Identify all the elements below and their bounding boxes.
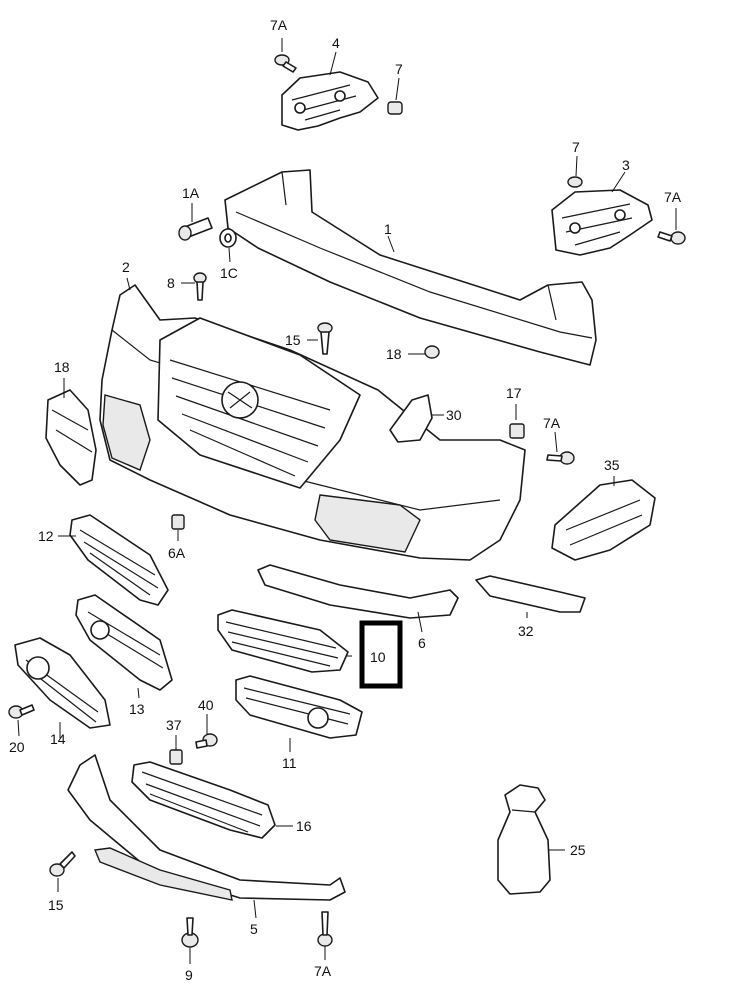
clip-6A bbox=[171, 514, 185, 530]
screw-15-mid bbox=[317, 322, 333, 355]
callout-9: 9 bbox=[185, 967, 193, 983]
callout-15-mid: 15 bbox=[285, 332, 301, 348]
bracket-part-35 bbox=[551, 479, 656, 561]
strip-part-32 bbox=[475, 575, 586, 613]
screw-18-right bbox=[424, 345, 440, 359]
grille-part-12 bbox=[69, 514, 169, 606]
callout-6A: 6A bbox=[168, 545, 186, 561]
callout-15-bottom: 15 bbox=[48, 897, 64, 913]
callout-8: 8 bbox=[167, 275, 175, 291]
bracket-part-4 bbox=[281, 71, 379, 131]
callout-18-left: 18 bbox=[54, 359, 70, 375]
callout-7A-mid: 7A bbox=[543, 415, 561, 431]
screw-7-right bbox=[567, 176, 583, 188]
callout-11: 11 bbox=[282, 755, 297, 771]
callout-16: 16 bbox=[296, 818, 312, 834]
callout-30: 30 bbox=[446, 407, 462, 423]
bumper-cover-part-2 bbox=[99, 284, 526, 561]
callout-1A: 1A bbox=[182, 185, 200, 201]
parts-bag-25 bbox=[497, 784, 551, 895]
callout-7A-top: 7A bbox=[270, 17, 288, 33]
screw-20 bbox=[8, 704, 35, 719]
callout-14: 14 bbox=[50, 731, 66, 747]
callout-40: 40 bbox=[198, 697, 214, 713]
screw-7A-top bbox=[274, 54, 297, 73]
side-bracket-part-18 bbox=[45, 389, 97, 486]
callout-25: 25 bbox=[570, 842, 586, 858]
callout-35: 35 bbox=[604, 457, 620, 473]
callout-3: 3 bbox=[622, 157, 630, 173]
callout-7-top: 7 bbox=[395, 61, 403, 77]
callout-10: 10 bbox=[370, 649, 386, 665]
bolt-1A bbox=[178, 217, 213, 241]
callout-32: 32 bbox=[518, 623, 534, 639]
highlight-box-10 bbox=[359, 620, 403, 689]
callout-13: 13 bbox=[129, 701, 145, 717]
callout-7A-bottom: 7A bbox=[314, 963, 332, 979]
callout-7A-right: 7A bbox=[664, 189, 682, 205]
grille-part-16 bbox=[131, 761, 276, 839]
callout-1: 1 bbox=[384, 221, 392, 237]
screw-7A-mid bbox=[546, 451, 575, 465]
screw-7A-bottom bbox=[317, 911, 333, 947]
impact-bar-part-1 bbox=[224, 169, 597, 366]
grille-part-13 bbox=[75, 594, 173, 691]
screw-9 bbox=[181, 917, 199, 948]
callout-6: 6 bbox=[418, 635, 426, 651]
callout-5: 5 bbox=[250, 921, 258, 937]
callout-labels: 7A 4 7 7 3 7A 1A 1 2 8 1C 15 18 18 30 17… bbox=[9, 17, 682, 983]
screw-15-bottom bbox=[49, 851, 76, 877]
screw-7A-right bbox=[657, 231, 686, 245]
callout-12: 12 bbox=[38, 528, 54, 544]
callout-18-right: 18 bbox=[386, 346, 402, 362]
callout-7-right: 7 bbox=[572, 139, 580, 155]
screw-40 bbox=[195, 733, 218, 749]
bracket-part-30 bbox=[389, 394, 433, 443]
clip-37 bbox=[169, 749, 183, 765]
grille-part-10 bbox=[217, 609, 349, 673]
callout-2: 2 bbox=[122, 259, 130, 275]
clip-7-top bbox=[387, 101, 403, 115]
grille-part-14 bbox=[14, 637, 111, 729]
bracket-part-3 bbox=[551, 189, 653, 256]
spoiler-part-5 bbox=[67, 754, 346, 901]
screw-8 bbox=[193, 272, 207, 301]
callout-1C: 1C bbox=[220, 265, 238, 281]
callout-20: 20 bbox=[9, 739, 25, 755]
leader-lines bbox=[17, 38, 677, 964]
washer-1C bbox=[219, 228, 237, 248]
callout-4: 4 bbox=[332, 35, 340, 51]
callout-37: 37 bbox=[166, 717, 182, 733]
clip-part-17 bbox=[509, 423, 525, 439]
grille-part-11 bbox=[235, 675, 363, 739]
callout-17: 17 bbox=[506, 385, 522, 401]
trim-strip-part-6 bbox=[257, 564, 459, 619]
